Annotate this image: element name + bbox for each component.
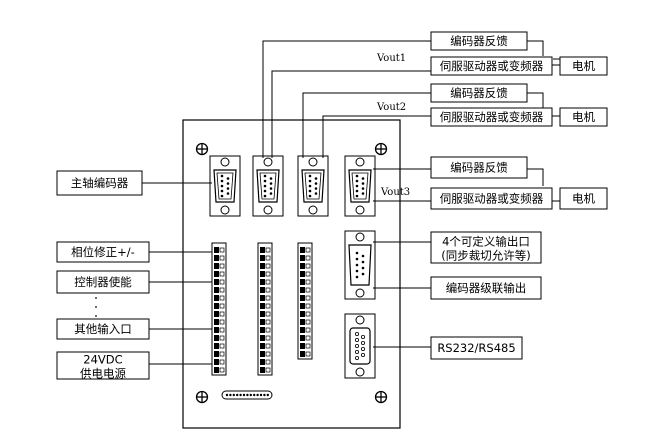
db15-outputs-icon xyxy=(344,230,376,300)
servo-drive-3-box: 伺服驱动器或变频器 xyxy=(430,187,553,210)
vout1-label: Vout1 xyxy=(376,53,406,64)
motor-1-box: 电机 xyxy=(559,56,608,76)
ellipsis-dots xyxy=(95,297,97,317)
motor-2-label: 电机 xyxy=(572,110,595,124)
servo-drive-2-box: 伺服驱动器或变频器 xyxy=(430,107,553,127)
controller-enable-box: 控制器使能 xyxy=(56,270,150,294)
terminal-block-middle-icon xyxy=(257,242,273,376)
spindle-encoder-box: 主轴编码器 xyxy=(56,170,143,196)
encoder-cascade-box: 编码器级联输出 xyxy=(430,276,542,300)
vout2-label: Vout2 xyxy=(376,102,406,113)
screw-bottom-left-icon xyxy=(195,390,209,404)
wiring-lines xyxy=(142,40,561,365)
motor-3-box: 电机 xyxy=(559,187,608,210)
encoder-feedback-1-box: 编码器反馈 xyxy=(430,31,528,51)
pin-header-strip xyxy=(221,390,273,400)
encoder-feedback-2-box: 编码器反馈 xyxy=(430,83,528,103)
db9-axis1-icon xyxy=(252,155,284,217)
serial-box: RS232/RS485 xyxy=(430,336,523,360)
encoder-feedback-2-label: 编码器反馈 xyxy=(450,86,508,100)
screw-top-left-icon xyxy=(195,142,209,156)
power-supply-box-line1: 24VDC xyxy=(83,353,122,367)
encoder-feedback-3-label: 编码器反馈 xyxy=(450,161,508,175)
encoder-cascade-label: 编码器级联输出 xyxy=(446,281,527,295)
other-inputs-box: 其他输入口 xyxy=(56,318,150,340)
encoder-feedback-3-box: 编码器反馈 xyxy=(430,156,528,179)
terminal-block-inputs-icon xyxy=(211,242,227,376)
power-supply-box-line2: 供电电源 xyxy=(80,367,126,381)
servo-drive-2-label: 伺服驱动器或变频器 xyxy=(440,110,544,124)
db9-serial-icon xyxy=(344,313,376,379)
motor-2-box: 电机 xyxy=(559,107,608,127)
defined-outputs-box-line1: 4个可定义输出口 xyxy=(442,235,530,249)
screw-bottom-right-icon xyxy=(374,390,388,404)
other-inputs-label: 其他输入口 xyxy=(74,322,132,336)
terminal-block-right-icon xyxy=(297,242,313,360)
spindle-encoder-label: 主轴编码器 xyxy=(71,176,129,190)
controller-enable-label: 控制器使能 xyxy=(74,275,132,289)
servo-drive-1-box: 伺服驱动器或变频器 xyxy=(430,56,553,76)
servo-drive-1-label: 伺服驱动器或变频器 xyxy=(440,59,544,73)
phase-correction-box: 相位修正+/- xyxy=(56,241,150,263)
defined-outputs-box-line2: (同步裁切允许等) xyxy=(441,249,530,263)
motor-1-label: 电机 xyxy=(572,59,595,73)
db9-spindle-encoder-icon xyxy=(209,155,241,217)
vout3-label: Vout3 xyxy=(380,187,410,198)
defined-outputs-box: 4个可定义输出口(同步裁切允许等) xyxy=(430,231,542,264)
phase-correction-label: 相位修正+/- xyxy=(71,245,135,259)
db9-axis3-icon xyxy=(344,155,376,217)
motor-3-label: 电机 xyxy=(572,192,595,206)
serial-label: RS232/RS485 xyxy=(437,341,515,355)
db9-axis2-icon xyxy=(297,155,329,217)
servo-drive-3-label: 伺服驱动器或变频器 xyxy=(440,192,544,206)
screw-top-right-icon xyxy=(374,142,388,156)
encoder-feedback-1-label: 编码器反馈 xyxy=(450,34,508,48)
